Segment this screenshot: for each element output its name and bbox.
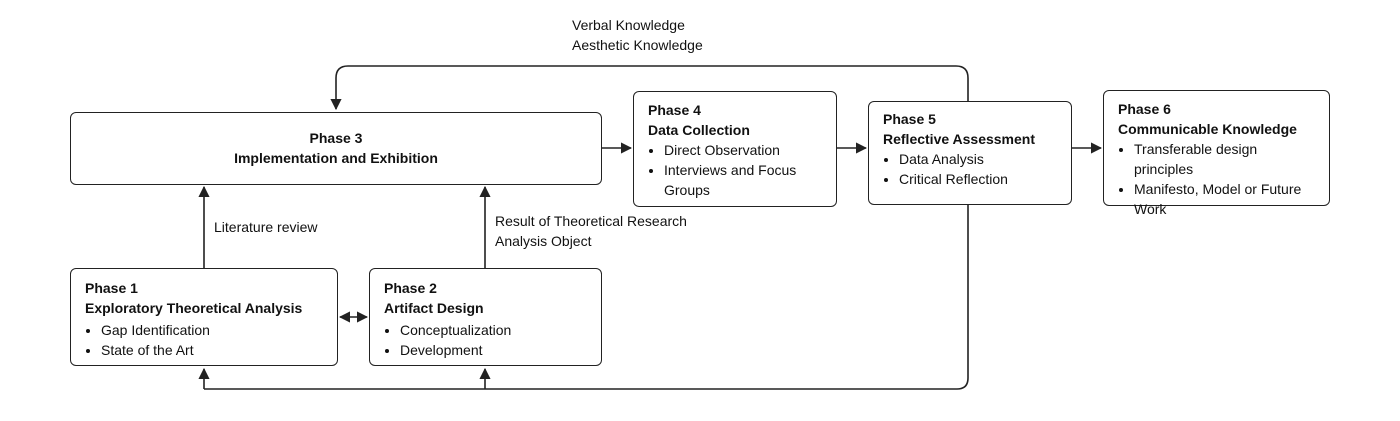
phase-2-label: Phase 2 <box>384 280 437 296</box>
phase-4-name: Data Collection <box>648 122 750 138</box>
phase-5-item: Critical Reflection <box>899 169 1057 189</box>
phase-3-box: Phase 3 Implementation and Exhibition <box>70 112 602 185</box>
phase-4-label: Phase 4 <box>648 102 701 118</box>
phase-6-item: Transferable design principles <box>1134 139 1315 179</box>
loop-line-bottom <box>204 205 969 390</box>
theoretical-research-label: Result of Theoretical Research Analysis … <box>495 211 687 251</box>
phase-1-name: Exploratory Theoretical Analysis <box>85 300 303 316</box>
phase-4-item: Interviews and Focus Groups <box>664 160 822 200</box>
phase-6-box: Phase 6 Communicable Knowledge Transfera… <box>1103 90 1330 217</box>
aesthetic-knowledge-label: Aesthetic Knowledge <box>572 37 703 53</box>
phase-6-label: Phase 6 <box>1118 101 1171 117</box>
loop-arrow-phase5-to-phase3 <box>330 65 969 111</box>
phase-1-list: Gap Identification State of the Art <box>85 320 323 360</box>
literature-review-label: Literature review <box>214 219 318 235</box>
phase-4-box: Phase 4 Data Collection Direct Observati… <box>633 91 837 207</box>
verbal-knowledge-label: Verbal Knowledge <box>572 17 685 33</box>
phase-3-label: Phase 3 <box>309 130 363 146</box>
phase-1-label: Phase 1 <box>85 280 138 296</box>
phase-6-list: Transferable design principles Manifesto… <box>1118 139 1315 219</box>
phase-6-name: Communicable Knowledge <box>1118 121 1297 137</box>
phase-5-list: Data Analysis Critical Reflection <box>883 149 1057 189</box>
phase-1-item: Gap Identification <box>101 320 323 340</box>
phase-2-item: Conceptualization <box>400 320 587 340</box>
phase-2-name: Artifact Design <box>384 300 484 316</box>
phase-3-name: Implementation and Exhibition <box>234 150 438 166</box>
phase-5-item: Data Analysis <box>899 149 1057 169</box>
phase-6-item: Manifesto, Model or Future Work <box>1134 179 1315 219</box>
analysis-object-line: Analysis Object <box>495 233 592 249</box>
theoretical-research-line1: Result of Theoretical Research <box>495 213 687 229</box>
phase-2-item: Development <box>400 340 587 360</box>
phase-1-box: Phase 1 Exploratory Theoretical Analysis… <box>70 268 338 366</box>
phase-5-label: Phase 5 <box>883 111 936 127</box>
phase-1-item: State of the Art <box>101 340 323 360</box>
phase-2-box: Phase 2 Artifact Design Conceptualizatio… <box>369 268 602 366</box>
phase-5-box: Phase 5 Reflective Assessment Data Analy… <box>868 101 1072 205</box>
phase-4-list: Direct Observation Interviews and Focus … <box>648 140 822 200</box>
top-loop-label: Verbal Knowledge Aesthetic Knowledge <box>572 15 703 55</box>
phase-4-item: Direct Observation <box>664 140 822 160</box>
phase-2-list: Conceptualization Development <box>384 320 587 360</box>
phase-5-name: Reflective Assessment <box>883 131 1036 147</box>
